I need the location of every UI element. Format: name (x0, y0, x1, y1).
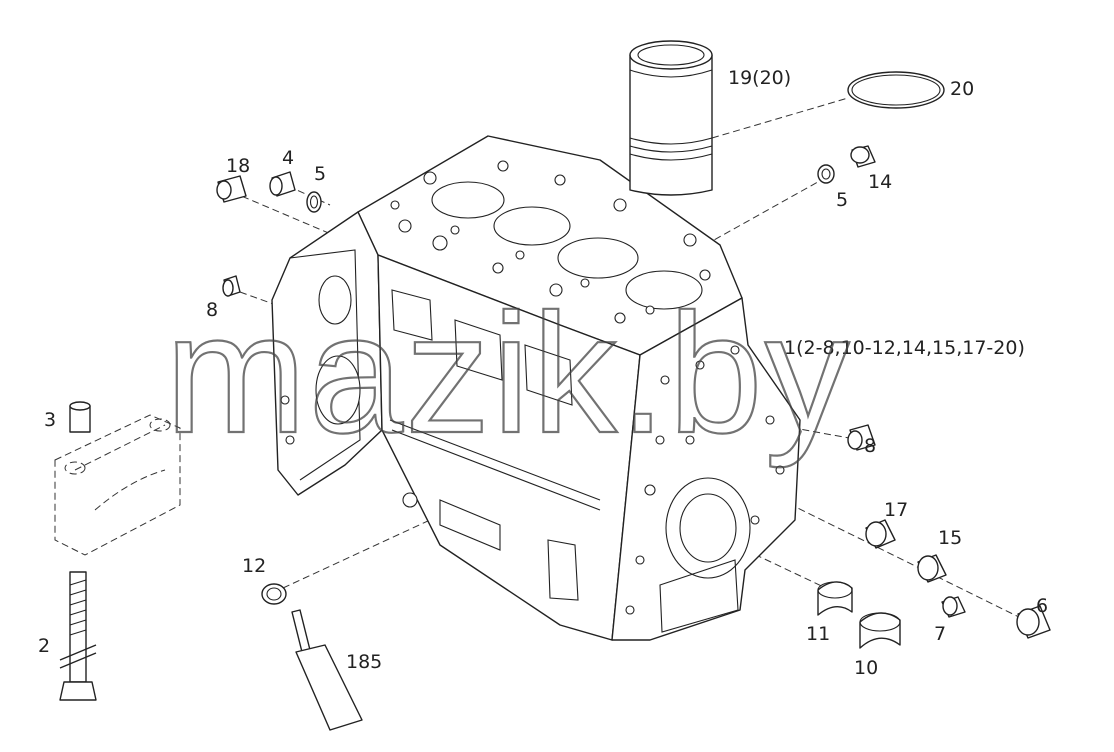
plug-8-left (222, 275, 241, 297)
seal-ring-5-right (817, 164, 835, 184)
bolt-2 (59, 571, 97, 701)
o-ring-20 (847, 71, 945, 109)
plug-14 (850, 145, 876, 168)
bearing-cap (54, 414, 181, 556)
label-liner: 19(20) (728, 67, 791, 89)
plug-7 (941, 596, 966, 618)
label-o-ring-20: 20 (950, 78, 974, 100)
label-bearing-11: 11 (806, 623, 830, 645)
cap-6 (1016, 605, 1051, 639)
label-seal-12: 12 (242, 555, 266, 577)
label-plug-4: 4 (282, 147, 294, 169)
label-bushing-3: 3 (44, 409, 56, 431)
plug-8-right (847, 424, 876, 451)
label-bolt-2: 2 (38, 635, 50, 657)
cylinder-block (271, 135, 801, 641)
seal-ring-5-left (306, 191, 322, 213)
bearing-shell-11 (817, 581, 853, 616)
bushing-3 (69, 401, 91, 433)
label-plug-18: 18 (226, 155, 250, 177)
label-ring-5-right: 5 (836, 189, 848, 211)
label-bush-17: 17 (884, 499, 908, 521)
label-bush-15: 15 (938, 527, 962, 549)
label-ring-5-left: 5 (314, 163, 326, 185)
label-block: 1(2-8,10-12,14,15,17-20) (784, 337, 1025, 359)
label-cap-6: 6 (1036, 595, 1048, 617)
part-labels: 19(20) 20 18 4 5 14 5 8 1(2-8,10-12,14,1… (38, 67, 1048, 679)
seal-12 (261, 583, 287, 605)
label-sealant-185: 185 (346, 651, 382, 673)
bearing-shell-10 (859, 612, 901, 649)
watermark: mazik.by (165, 279, 852, 469)
label-plug-8-right: 8 (864, 435, 876, 457)
label-plug-8-left: 8 (206, 299, 218, 321)
plug-4 (269, 171, 296, 197)
bush-17 (865, 519, 896, 549)
label-plug-7: 7 (934, 623, 946, 645)
plug-18 (216, 175, 247, 203)
label-bearing-10: 10 (854, 657, 878, 679)
bush-15 (917, 554, 947, 583)
cylinder-liner-19 (629, 40, 713, 196)
label-plug-14: 14 (868, 171, 892, 193)
sealant-tube-185 (291, 609, 363, 731)
